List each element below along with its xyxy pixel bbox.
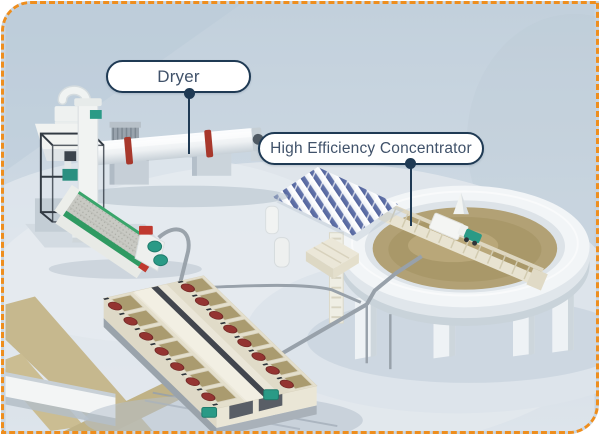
press-motor bbox=[153, 254, 168, 267]
mill-motor bbox=[62, 168, 79, 181]
walkway-conveyor bbox=[151, 286, 272, 398]
callout-dryer-label: Dryer bbox=[157, 66, 200, 86]
plant-illustration bbox=[4, 4, 596, 431]
walkway bbox=[134, 287, 265, 402]
callout-dryer: Dryer bbox=[106, 60, 251, 93]
small-pallet bbox=[305, 237, 359, 279]
press-pipe-arch bbox=[157, 227, 191, 284]
riding-ring bbox=[204, 129, 214, 158]
flotation-cells bbox=[84, 275, 363, 431]
concentrator-bridge bbox=[348, 188, 548, 291]
storage-cylinders bbox=[265, 205, 290, 268]
callout-concentrator-dot bbox=[405, 158, 416, 169]
froth-cells bbox=[110, 277, 314, 403]
elevator-motor bbox=[89, 110, 102, 119]
callout-concentrator: High Efficiency Concentrator bbox=[258, 132, 484, 165]
callout-dryer-dot bbox=[184, 88, 195, 99]
press-plates bbox=[63, 192, 158, 267]
bridge-vehicle bbox=[463, 228, 482, 244]
press-motor bbox=[147, 240, 163, 253]
concentrator-machine bbox=[253, 185, 596, 383]
flotation-pump bbox=[201, 406, 218, 418]
callout-dryer-line bbox=[188, 94, 190, 154]
callout-concentrator-label: High Efficiency Concentrator bbox=[270, 139, 472, 157]
cell-motors bbox=[107, 283, 294, 402]
flotation-pump bbox=[263, 389, 279, 401]
callout-concentrator-line bbox=[410, 164, 412, 226]
riding-ring bbox=[124, 136, 134, 165]
press-rail bbox=[61, 209, 147, 270]
filter-press bbox=[48, 184, 202, 284]
bag-stacks bbox=[272, 166, 405, 242]
